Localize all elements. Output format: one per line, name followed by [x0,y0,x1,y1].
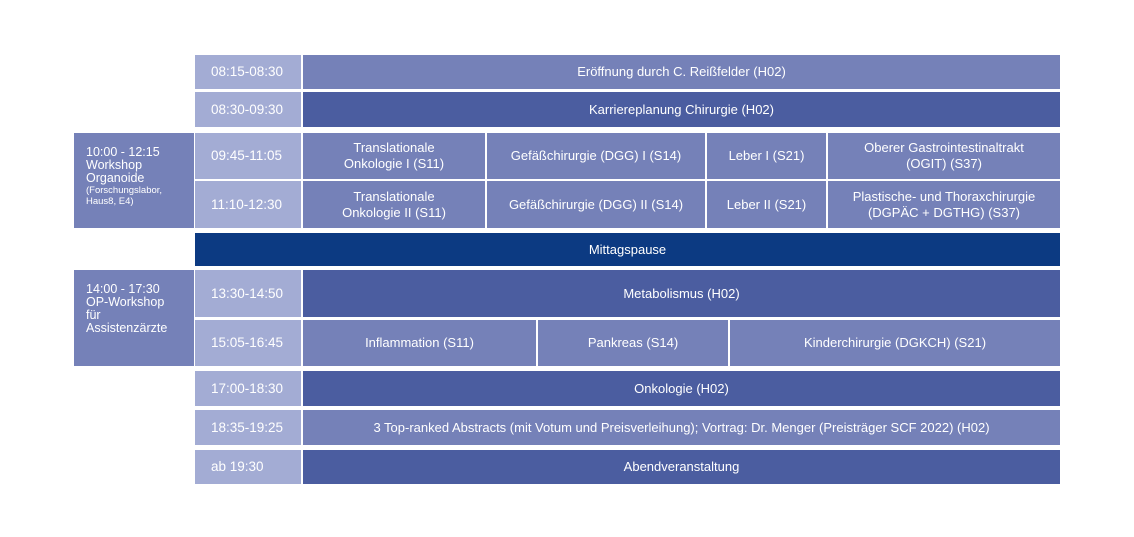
lunch-break: Mittagspause [195,233,1060,266]
session-pankreas: Pankreas (S14) [538,320,728,366]
session-plastische-thoraxchirurgie: Plastische- und Thoraxchirurgie (DGPÄC +… [828,181,1060,228]
session-gefaesschirurgie-1: Gefäßchirurgie (DGG) I (S14) [487,133,705,179]
time-slot: 17:00-18:30 [195,371,301,406]
time-slot: 09:45-11:05 [195,133,301,179]
session-kinderchirurgie: Kinderchirurgie (DGKCH) (S21) [730,320,1060,366]
time-slot: 08:15-08:30 [195,55,301,89]
session-translationale-onkologie-2: Translationale Onkologie II (S11) [303,181,485,228]
workshop-organoide-title: 10:00 - 12:15 Workshop Organoide [86,145,160,185]
session-ogit: Oberer Gastrointestinaltrakt (OGIT) (S37… [828,133,1060,179]
session-top-abstracts: 3 Top-ranked Abstracts (mit Votum und Pr… [303,410,1060,445]
session-gefaesschirurgie-2: Gefäßchirurgie (DGG) II (S14) [487,181,705,228]
time-slot: ab 19:30 [195,450,301,484]
session-leber-2: Leber II (S21) [707,181,826,228]
session-leber-1: Leber I (S21) [707,133,826,179]
op-workshop-title: 14:00 - 17:30 OP-Workshop für Assistenzä… [86,282,168,335]
time-slot: 15:05-16:45 [195,320,301,366]
time-slot: 08:30-09:30 [195,92,301,127]
session-onkologie: Onkologie (H02) [303,371,1060,406]
session-opening: Eröffnung durch C. Reißfelder (H02) [303,55,1060,89]
session-inflammation: Inflammation (S11) [303,320,536,366]
session-translationale-onkologie-1: Translationale Onkologie I (S11) [303,133,485,179]
session-karriereplanung: Karriereplanung Chirurgie (H02) [303,92,1060,127]
op-workshop-block: 14:00 - 17:30 OP-Workshop für Assistenzä… [74,270,194,366]
workshop-organoide-block: 10:00 - 12:15 Workshop Organoide (Forsch… [74,133,194,228]
time-slot: 13:30-14:50 [195,270,301,317]
session-abendveranstaltung: Abendveranstaltung [303,450,1060,484]
time-slot: 11:10-12:30 [195,181,301,228]
workshop-organoide-location: (Forschungslabor, Haus8, E4) [86,185,163,207]
session-metabolismus: Metabolismus (H02) [303,270,1060,317]
time-slot: 18:35-19:25 [195,410,301,445]
